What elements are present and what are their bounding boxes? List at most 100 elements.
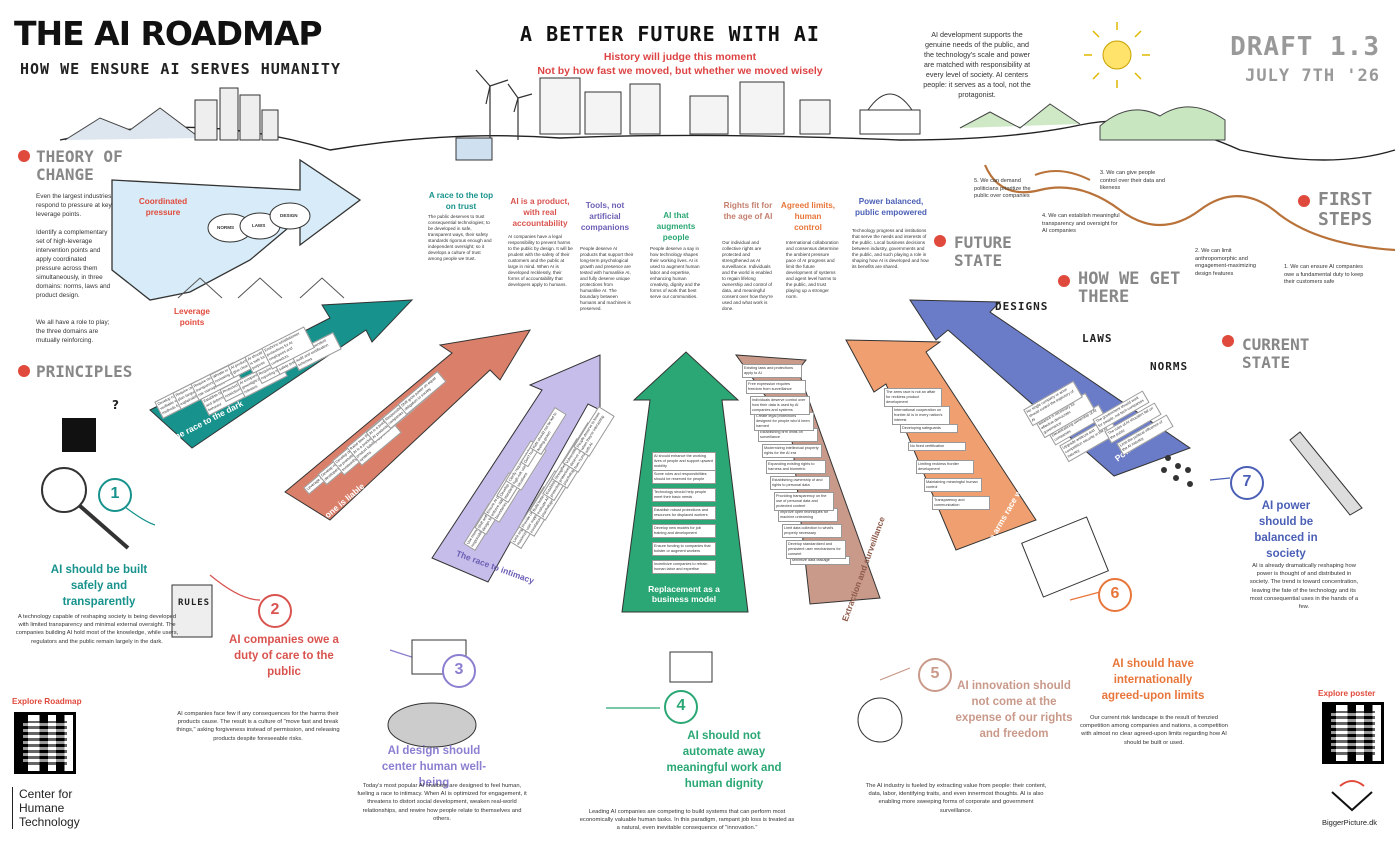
column-head-4: AI that augments people	[656, 211, 696, 242]
first-step-2-num: 2	[1195, 248, 1199, 254]
column-desc-5: Our individual and collective rights are…	[722, 240, 773, 311]
first-step-5: 5. We can demand politicians prioritize …	[974, 178, 1031, 199]
principle-text-6: Our current risk landscape is the result…	[1080, 715, 1228, 746]
principle-title-5: AI innovation should not come at the exp…	[955, 680, 1073, 740]
biggerpicture-logo-icon	[1331, 780, 1373, 812]
future-state-heading: FUTURE STATE	[954, 233, 1012, 270]
first-steps-heading: FIRST STEPS	[1318, 189, 1373, 230]
principle-number-5: 5	[918, 658, 952, 692]
credit-text: BiggerPicture.dk	[1322, 818, 1378, 827]
first-step-4: 4. We can establish meaningful transpare…	[1042, 213, 1120, 234]
arrow-step-box: AI should enhance the working lives of p…	[652, 452, 716, 471]
theory-of-change-heading: THEORY OF CHANGE	[36, 147, 123, 184]
section-dot	[18, 365, 30, 377]
first-step-4-text: We can establish meaningful transparency…	[1042, 213, 1120, 234]
arrow-step-box: Limit data collection to what's properly…	[782, 524, 842, 538]
section-dot	[18, 150, 30, 162]
column-head-7: Power balanced, public empowered	[855, 197, 927, 217]
rules-book-label: RULES	[178, 598, 211, 608]
arrow-step-box: Modernizing intellectual property rights…	[762, 444, 822, 458]
page-subtitle: HOW WE ENSURE AI SERVES HUMANITY	[20, 60, 341, 78]
first-step-5-num: 5	[974, 178, 978, 184]
principle-title-4: AI should not automate away meaningful w…	[666, 730, 782, 790]
column-desc-6: International collaboration and consensu…	[786, 240, 839, 299]
principle-text-7: AI is already dramatically reshaping how…	[1249, 563, 1359, 611]
arrow-step-box: Individuals deserve control over how the…	[750, 396, 810, 415]
section-dot	[1298, 195, 1310, 207]
principle-title-3: AI design should center human well-being	[381, 745, 487, 789]
first-step-5-text: We can demand politicians prioritize the…	[974, 178, 1031, 199]
arrow-step-box: Expanding existing rights to harness and…	[766, 460, 826, 474]
section-dot	[1058, 275, 1070, 287]
first-step-3: 3. We can give people control over their…	[1100, 170, 1165, 191]
principle-title-6: AI should have internationally agreed-up…	[1101, 658, 1205, 702]
principle-title-2: AI companies owe a duty of care to the p…	[229, 634, 339, 678]
principle-number-1: 1	[98, 478, 132, 512]
poster-qr-code[interactable]	[1322, 702, 1384, 764]
explore-roadmap-label: Explore Roadmap	[12, 697, 82, 706]
arrow-step-box: Develop standardized and persistent user…	[786, 540, 846, 559]
arrow-step-box: Ensure funding to companies that bolster…	[652, 542, 716, 556]
arrow-step-box: Establish robust protections and resourc…	[652, 506, 716, 520]
principle-text-4: Leading AI companies are competing to bu…	[579, 809, 795, 832]
column-head-1: A race to the top on trust	[428, 191, 494, 211]
org-line-1: Center for	[19, 787, 73, 801]
first-step-3-text: We can give people control over their da…	[1100, 170, 1165, 191]
arrow-label-4: Replacement as a business model	[648, 584, 720, 604]
tagline: History will judge this moment Not by ho…	[500, 50, 860, 78]
arrow-step-box: The arms race is not an affair for reckl…	[884, 388, 942, 407]
coordinated-pressure-label: Coordinated pressure	[138, 197, 188, 217]
section-dot	[934, 235, 946, 247]
principle-number-7: 7	[1230, 466, 1264, 500]
column-desc-4: People deserve a say in how technology s…	[650, 246, 701, 299]
first-step-1: 1. We can ensure AI companies owe a fund…	[1284, 264, 1364, 285]
first-step-3-num: 3	[1100, 170, 1104, 176]
arrow-step-box: International cooperation on frontier AI…	[892, 406, 950, 425]
arrow-step-box: Providing transparency on the use of per…	[774, 492, 834, 511]
arrow-step-box: Incentivize companies to retrain human l…	[652, 560, 716, 574]
org-line-2: Humane	[19, 801, 65, 815]
future-vision-text: AI development supports the genuine need…	[923, 30, 1031, 99]
arrow-step-box: Limiting reckless frontier development	[916, 460, 974, 474]
explore-poster-label: Explore poster	[1318, 689, 1376, 698]
org-line-3: Technology	[19, 815, 80, 829]
org-logo: Center for Humane Technology	[12, 787, 80, 829]
arrow-step-box: No fixed certification	[908, 442, 966, 451]
leverage-points-label: Leverage points	[174, 307, 210, 327]
laws-label: LAWS	[1082, 332, 1113, 345]
principle-title-7: AI power should be balanced in society	[1254, 500, 1318, 560]
column-head-3: Tools, not artificial companions	[580, 201, 630, 232]
arrow-step-box: Free expression requires freedom from su…	[746, 380, 806, 394]
designs-label: DESIGNS	[995, 300, 1049, 313]
page-title: THE AI ROADMAP	[14, 14, 323, 53]
column-desc-7: Technology progress and institutions tha…	[852, 228, 929, 269]
arrow-step-box: Some roles and responsibilities should b…	[652, 470, 716, 484]
first-step-2-text: We can limit anthropomorphic and engagem…	[1195, 248, 1256, 277]
column-desc-2: AI companies have a legal responsibility…	[508, 234, 573, 287]
principle-text-2: AI companies face few if any consequence…	[176, 711, 340, 742]
center-title: A BETTER FUTURE WITH AI	[520, 22, 820, 46]
draft-date: JULY 7TH '26	[1245, 66, 1380, 86]
laws-bubble: LAWS	[252, 223, 266, 228]
section-dot	[1222, 335, 1234, 347]
principle-number-4: 4	[664, 690, 698, 724]
first-step-2: 2. We can limit anthropomorphic and enga…	[1195, 248, 1256, 277]
principle-number-2: 2	[258, 594, 292, 628]
arrow-step-box: Establishing ownership of and rights to …	[770, 476, 830, 490]
norms-label: NORMS	[1150, 360, 1189, 373]
column-desc-1: The public deserves to trust consequenti…	[428, 214, 492, 261]
tagline-line-2: Not by how fast we moved, but whether we…	[537, 65, 823, 77]
arrow-step-box: Transparency and communication	[932, 496, 990, 510]
tagline-line-1: History will judge this moment	[603, 51, 757, 63]
roadmap-qr-code[interactable]	[14, 712, 76, 774]
arrow-step-box: Develop new models for job training and …	[652, 524, 716, 538]
principles-heading: PRINCIPLES	[36, 362, 133, 381]
column-head-5: Rights fit for the age of AI	[723, 201, 773, 221]
principle-text-5: The AI industry is fueled by extracting …	[865, 783, 1047, 814]
how-we-get-there-heading: HOW WE GET THERE	[1078, 269, 1181, 307]
principle-title-1: AI should be built safely and transparen…	[50, 564, 148, 608]
draft-version: DRAFT 1.3	[1230, 32, 1380, 62]
first-step-4-num: 4	[1042, 213, 1046, 219]
principle-number-3: 3	[442, 654, 476, 688]
arrow-step-box: Technology should help people meet their…	[652, 488, 716, 502]
